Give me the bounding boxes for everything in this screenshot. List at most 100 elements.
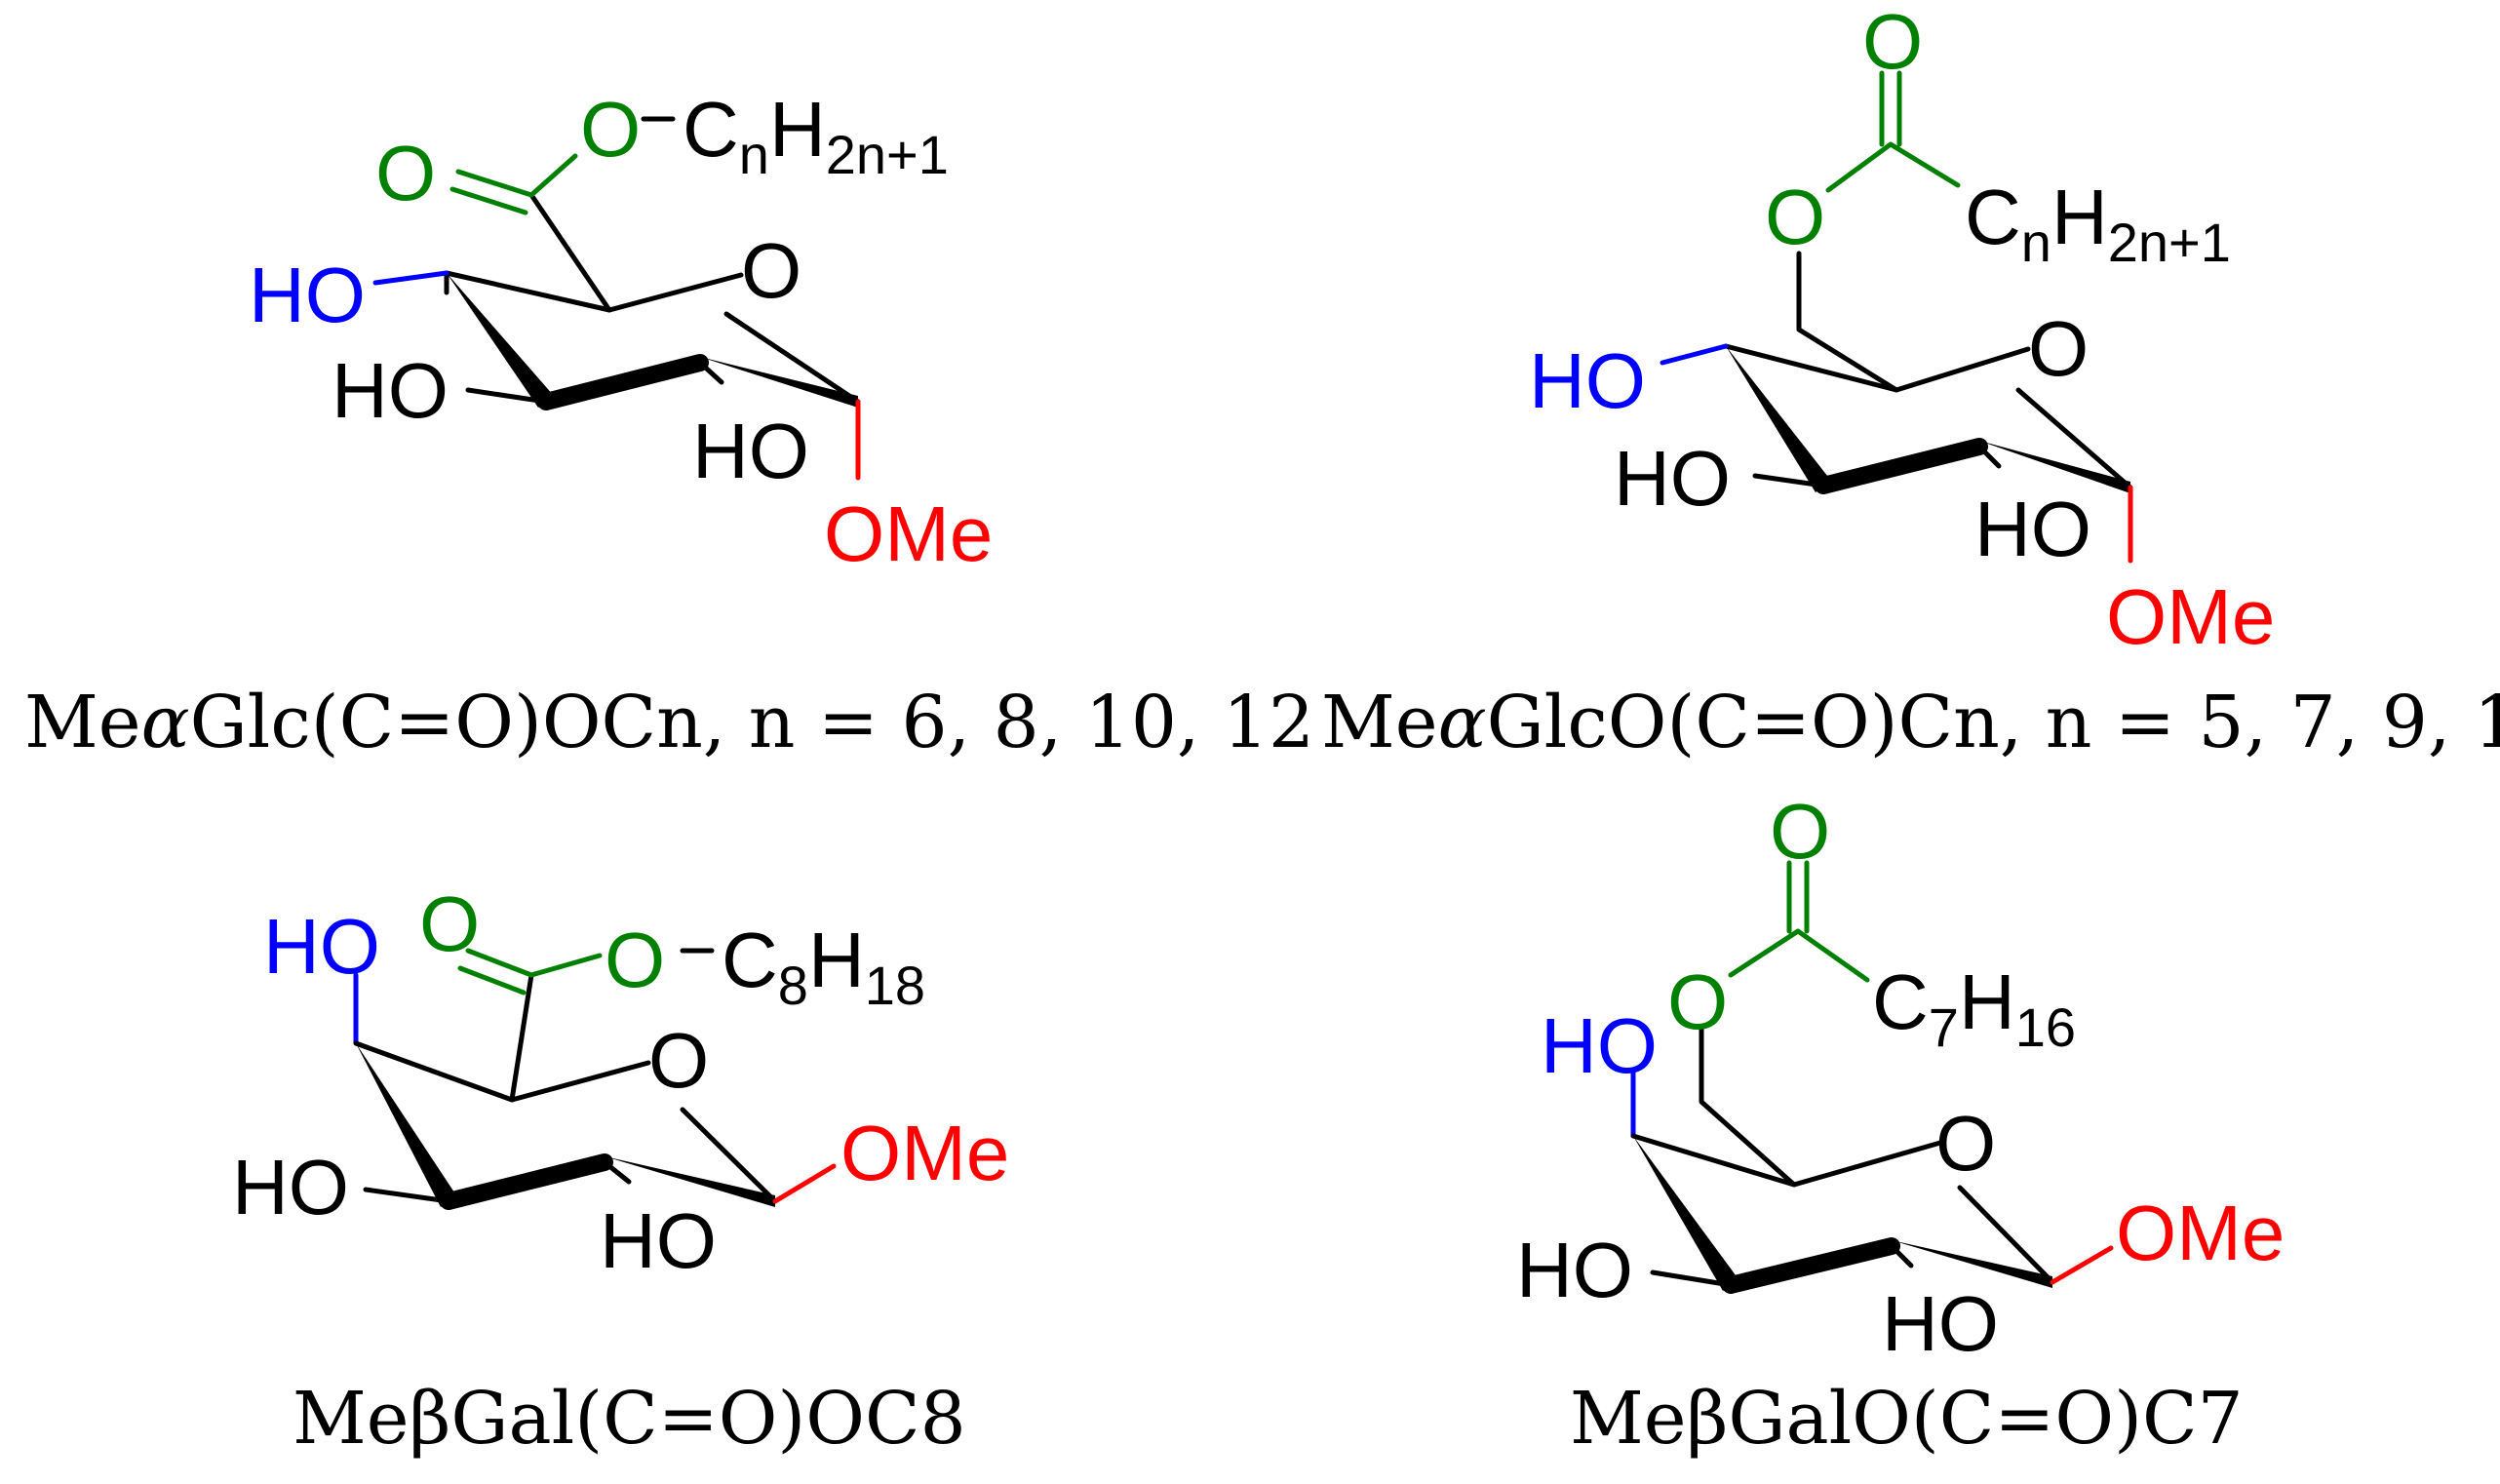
hydroxyl-bond xyxy=(372,270,449,286)
caption-suffix: GalO(C=O)C7 xyxy=(1728,1377,2243,1461)
structure-4: O O C7H16 HO O HO HO OMe MeβGalO(C=O)C7 xyxy=(1516,788,2285,1461)
ring-bold-bond xyxy=(1722,1237,1900,1294)
caption-3: MeβGal(C=O)OC8 xyxy=(293,1377,966,1461)
ring-oxygen: O xyxy=(1935,1100,1996,1187)
alkyl-chain: CnH2n+1 xyxy=(683,86,949,185)
wedge-bond xyxy=(1979,441,2130,493)
caption-suffix: Gal(C=O)OC8 xyxy=(450,1377,965,1461)
hydroxyl-label: HO xyxy=(249,252,366,338)
ester-oxygen: O xyxy=(1765,174,1825,260)
ring-bond xyxy=(528,192,612,313)
wedge-bond xyxy=(1633,1136,1738,1291)
structure-2: O O CnH2n+1 O HO HO HO OMe MeαGlcO(C=O)C… xyxy=(1321,0,2500,764)
chain-carbon: C xyxy=(722,917,778,1003)
caption-greek: β xyxy=(1687,1377,1729,1461)
carbonyl-bond xyxy=(449,153,578,215)
alkyl-chain: C7H16 xyxy=(1872,958,2076,1058)
ring-bold-bond xyxy=(1815,438,1988,494)
ring-bond xyxy=(353,1040,778,1204)
hydroxyl-bond xyxy=(444,270,724,385)
carbonyl-bond xyxy=(1728,860,1870,983)
hydroxyl-label: HO xyxy=(600,1197,717,1284)
ring-bond xyxy=(509,972,534,1103)
caption-4: MeβGalO(C=O)C7 xyxy=(1570,1377,2244,1461)
hydroxyl-label: HO xyxy=(1516,1227,1633,1313)
caption-suffix: GlcO(C=O)Cn, n = 5, 7, 9, 11 xyxy=(1487,681,2500,764)
wedge-bond xyxy=(1726,346,1831,492)
wedge-bond xyxy=(1892,1240,2052,1288)
methoxy-label: OMe xyxy=(824,490,993,577)
hydroxyl-label: HO xyxy=(232,1144,349,1230)
caption-suffix: Glc(C=O)OCn, n = 6, 8, 10, 12 xyxy=(190,681,1315,764)
hydroxyl-bond xyxy=(465,387,549,405)
ester-oxygen: O xyxy=(1667,958,1728,1045)
wedge-bond xyxy=(605,1156,775,1207)
hydroxyl-bond xyxy=(1650,1243,1914,1288)
caption-prefix: Me xyxy=(24,681,141,764)
chain-carbon: C xyxy=(683,86,739,173)
chain-bond xyxy=(1796,251,1899,393)
ring-oxygen: O xyxy=(741,227,801,314)
chain-hydrogen: H xyxy=(2051,174,2108,260)
methoxy-bond xyxy=(2050,1245,2114,1285)
structure-1: O O CnH2n+1 O HO HO HO OMe MeαGlc(C=O)OC… xyxy=(24,86,1314,764)
carbonyl-oxygen: O xyxy=(1862,0,1923,85)
structure-3: HO O O C8H18 O HO HO OMe MeβGal(C=O)OC8 xyxy=(232,880,1009,1461)
ring-bond xyxy=(444,270,861,405)
chain-carbon-subscript: 8 xyxy=(778,955,808,1016)
hydroxyl-label: HO xyxy=(1541,1002,1658,1089)
methoxy-label: OMe xyxy=(840,1110,1009,1196)
caption-prefix: Me xyxy=(1570,1377,1687,1461)
chain-carbon-subscript: n xyxy=(739,124,769,185)
caption-greek: α xyxy=(1438,681,1487,764)
ring-oxygen: O xyxy=(648,1017,709,1104)
caption-greek: α xyxy=(141,681,190,764)
chain-hydrogen-subscript: 2n+1 xyxy=(826,124,949,185)
chain-hydrogen-subscript: 16 xyxy=(2015,996,2076,1058)
caption-prefix: Me xyxy=(293,1377,410,1461)
hydroxyl-bond xyxy=(363,1159,632,1204)
hydroxyl-label: HO xyxy=(332,347,449,434)
wedge-bond xyxy=(447,273,554,408)
caption-greek: β xyxy=(410,1377,451,1461)
hydroxyl-bond xyxy=(1660,343,1729,366)
ring-oxygen: O xyxy=(2028,305,2089,392)
chain-hydrogen: H xyxy=(808,917,865,1003)
ring-bold-bond xyxy=(440,1153,613,1210)
carbonyl-oxygen: O xyxy=(419,880,480,967)
hydroxyl-label: HO xyxy=(1974,486,2091,572)
ester-oxygen: O xyxy=(580,86,641,173)
wedge-bond xyxy=(700,357,858,408)
chain-hydrogen-subscript: 2n+1 xyxy=(2108,212,2231,273)
chain-carbon-subscript: 7 xyxy=(1929,996,1959,1058)
carbonyl-oxygen: O xyxy=(1770,788,1830,875)
carbonyl-bond xyxy=(1825,70,1961,193)
wedge-bond xyxy=(356,1043,456,1207)
chain-carbon-subscript: n xyxy=(2021,212,2051,273)
chain-carbon: C xyxy=(1965,174,2021,260)
carbonyl-oxygen: O xyxy=(375,130,436,216)
ring-bold-bond xyxy=(537,354,709,410)
caption-prefix: Me xyxy=(1321,681,1438,764)
caption-2: MeαGlcO(C=O)Cn, n = 5, 7, 9, 11 xyxy=(1321,681,2500,764)
alkyl-chain: CnH2n+1 xyxy=(1965,174,2231,273)
ester-oxygen: O xyxy=(605,917,665,1003)
hydroxyl-label: HO xyxy=(263,903,380,990)
ring-bond xyxy=(1630,1133,2055,1285)
hydroxyl-label: HO xyxy=(1614,435,1731,522)
caption-1: MeαGlc(C=O)OCn, n = 6, 8, 10, 12 xyxy=(24,681,1314,764)
hydroxyl-label: HO xyxy=(1882,1280,1999,1367)
hydroxyl-bond xyxy=(1752,444,2002,488)
alkyl-chain: C8H18 xyxy=(722,917,925,1016)
chain-carbon: C xyxy=(1872,958,1929,1045)
ring-bond xyxy=(1723,343,2133,490)
chain-hydrogen-subscript: 18 xyxy=(865,955,925,1016)
hydroxyl-label: HO xyxy=(1529,337,1646,424)
hydroxyl-label: HO xyxy=(692,408,809,494)
chain-hydrogen: H xyxy=(769,86,826,173)
methoxy-label: OMe xyxy=(2116,1190,2285,1276)
carbonyl-bond xyxy=(457,948,603,996)
chain-bond xyxy=(1699,1026,1797,1188)
methoxy-label: OMe xyxy=(2106,573,2275,660)
